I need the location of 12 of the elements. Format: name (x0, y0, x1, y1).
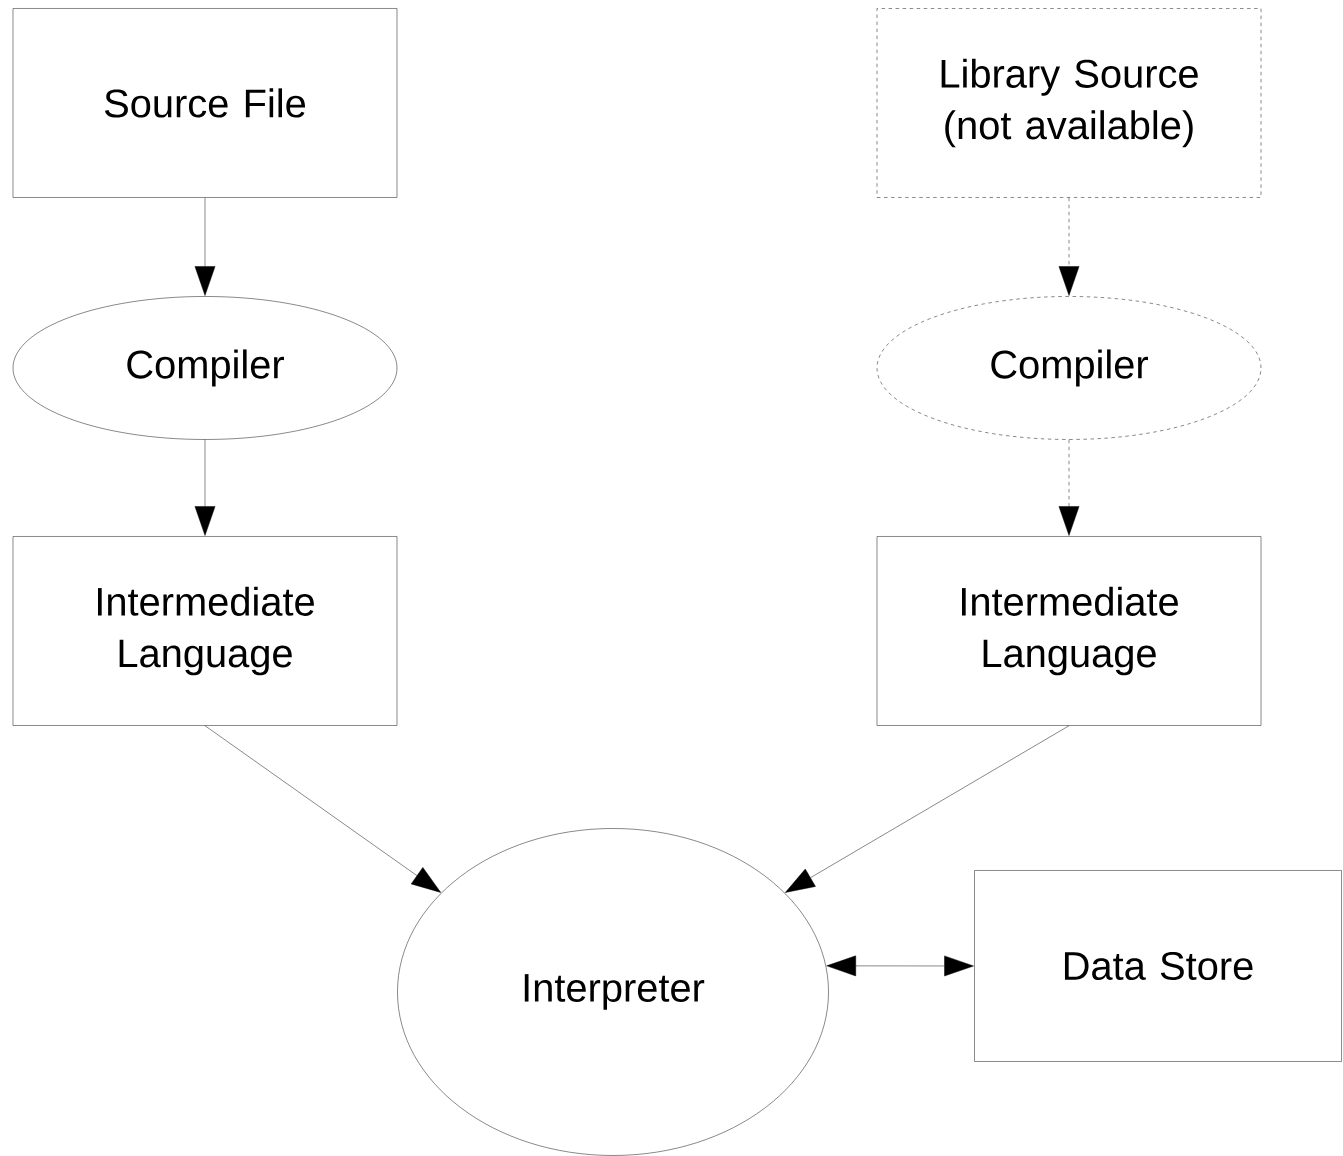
arrow (194, 439, 216, 536)
arrow (1058, 197, 1080, 296)
process-box: Intermediate Language (12, 536, 398, 726)
arrow (785, 725, 1070, 893)
arrow (194, 197, 216, 296)
arrow (204, 725, 441, 893)
process-box: Data Store (974, 870, 1342, 1062)
arrow (826, 955, 974, 977)
process-box: Library Source (not available) (876, 8, 1262, 198)
process-box: Source File (12, 8, 398, 198)
process-box: Intermediate Language (876, 536, 1262, 726)
arrow (1058, 439, 1080, 536)
